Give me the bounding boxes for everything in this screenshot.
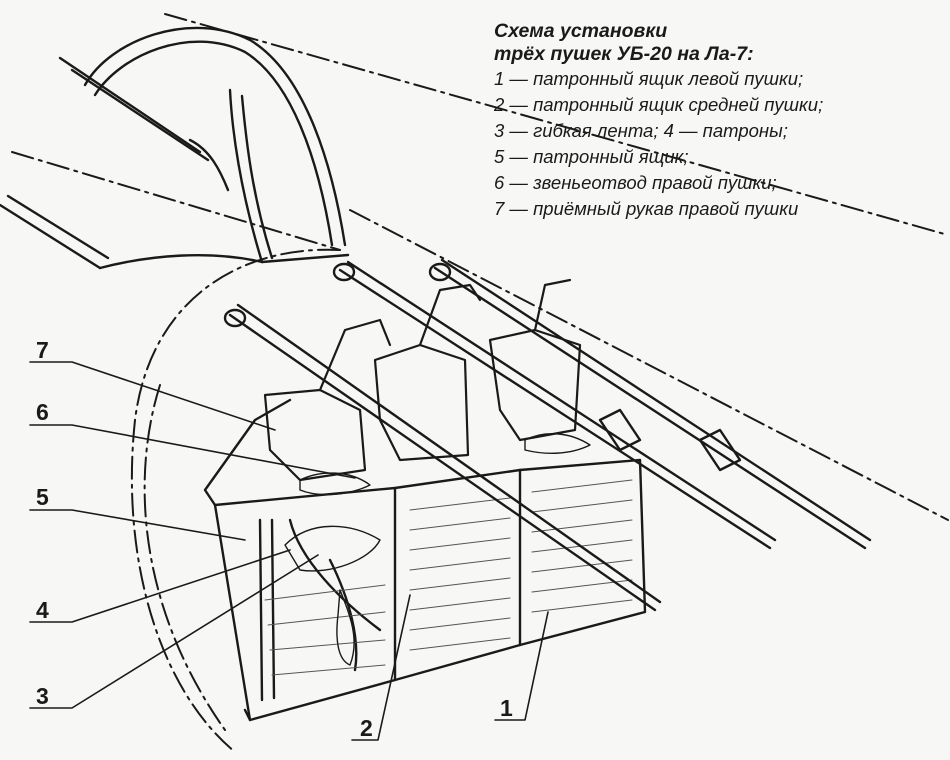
leader-lines [29, 361, 549, 741]
caption-item-6: 7 — приёмный рукав правой пушки [494, 198, 799, 219]
callout-6: 6 [36, 399, 49, 425]
cockpit-canopy [0, 26, 350, 270]
callout-2: 2 [360, 715, 373, 741]
cartridges [284, 432, 591, 666]
ammo-boxes [203, 398, 647, 722]
diagram-caption: Схема установки трёх пушек УБ-20 на Ла-7… [494, 20, 944, 222]
caption-title-line-1: Схема установки [494, 20, 668, 42]
cannon-mounts [263, 278, 582, 482]
callout-4: 4 [36, 597, 49, 623]
callout-7: 7 [36, 337, 49, 363]
box-hatching [264, 479, 633, 676]
callout-3: 3 [36, 683, 49, 709]
caption-item-4: 5 — патронный ящик; [494, 146, 689, 167]
caption-item-2: 2 — патронный ящик средней пушки; [494, 94, 824, 115]
callout-5: 5 [36, 484, 49, 510]
callout-1: 1 [500, 695, 513, 721]
caption-item-5: 6 — звеньеотвод правой пушки; [494, 172, 777, 193]
cannon-barrels [223, 258, 872, 612]
fuselage-outline [11, 13, 949, 753]
caption-title-line-2: трёх пушек УБ-20 на Ла-7: [494, 43, 754, 65]
caption-item-3: 3 — гибкая лента; 4 — патроны; [494, 120, 788, 141]
caption-item-1: 1 — патронный ящик левой пушки; [494, 68, 804, 89]
